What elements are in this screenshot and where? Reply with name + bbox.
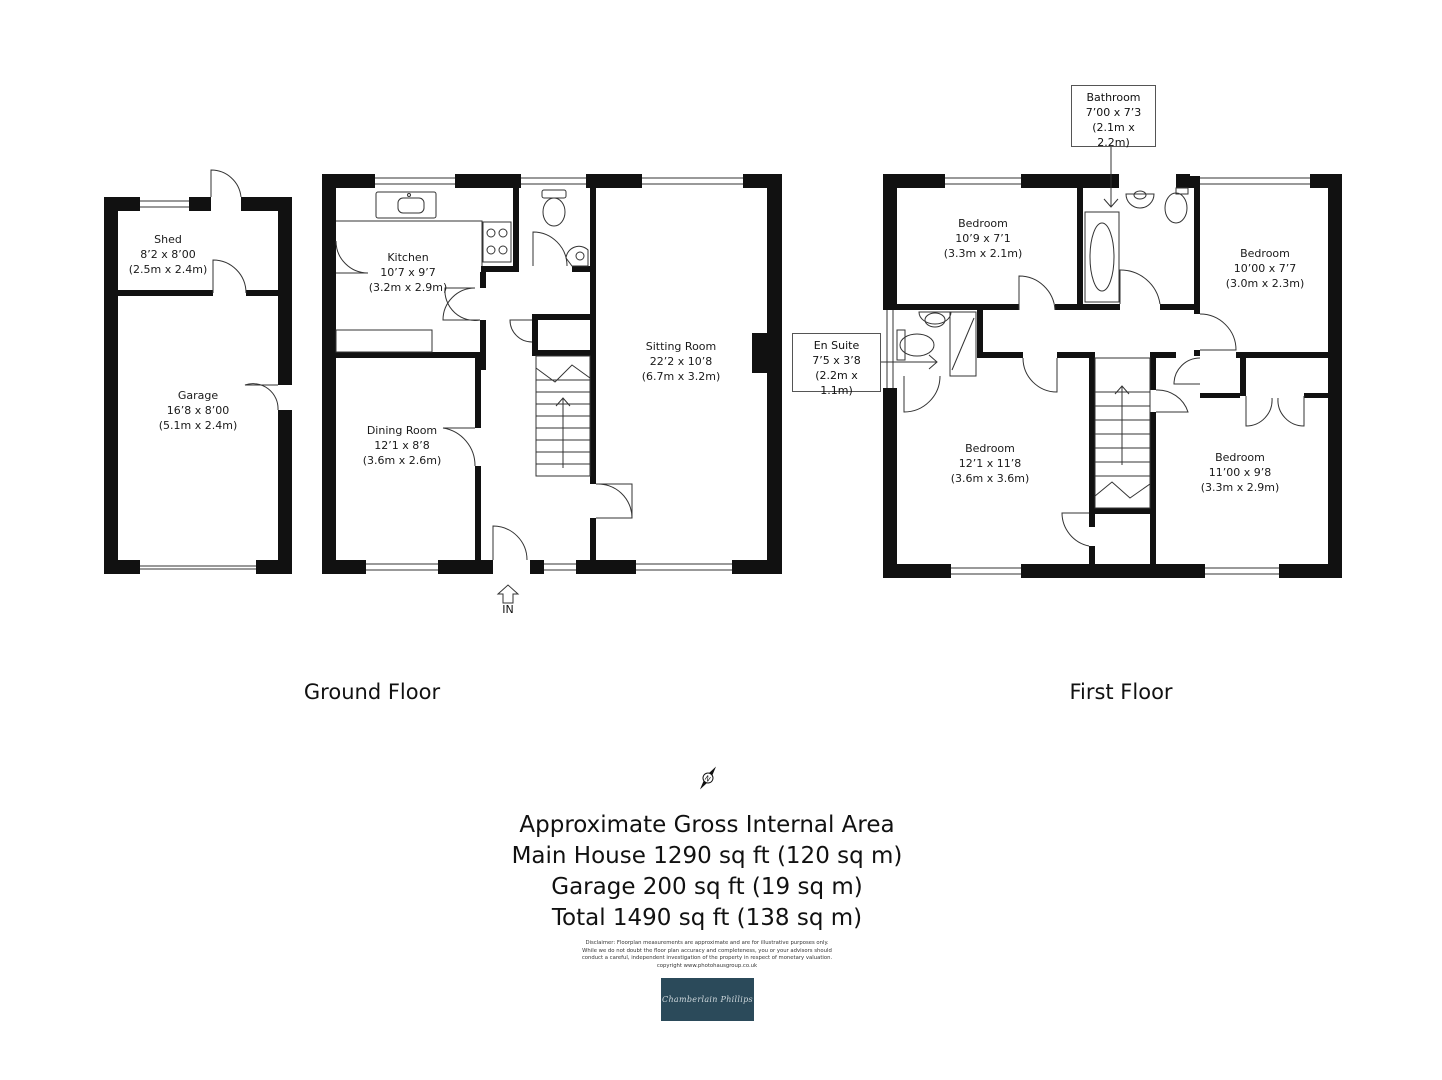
ground-floor-title: Ground Floor [303,680,441,704]
disclaimer: Disclaimer: Floorplan measurements are a… [557,940,857,970]
room-size-imperial: 12’1 x 8’8 [374,439,430,452]
room-size-metric: (3.3m x 2.1m) [943,247,1023,260]
room-size-metric: (3.2m x 2.9m) [368,281,448,294]
room-size-metric: (6.7m x 3.2m) [641,370,721,383]
room-size-metric: (2.1m x 2.2m) [1092,121,1135,149]
room-name: Bedroom [965,442,1015,455]
copyright-line: copyright www.photohausgroup.co.uk [656,962,758,969]
room-size-imperial: 12’1 x 11’8 [958,457,1022,470]
room-label-dining-room: Dining Room 12’1 x 8’8 (3.6m x 2.6m) [363,423,442,468]
room-name: Shed [154,233,182,246]
logo-text: Chamberlain Phillips [662,995,753,1004]
room-size-metric: (3.6m x 3.6m) [950,472,1030,485]
garage-shed-fixtures [140,169,279,570]
first-floor-walls [883,174,1342,578]
room-size-metric: (3.0m x 2.3m) [1225,277,1305,290]
entrance-label: IN [502,603,514,616]
room-label-kitchen: Kitchen 10’7 x 9’7 (3.2m x 2.9m) [369,250,448,295]
area-garage: Garage 200 sq ft (19 sq m) [551,874,863,900]
area-main-house: Main House 1290 sq ft (120 sq m) [511,843,903,869]
callout-en-suite: En Suite 7’5 x 3’8 (2.2m x 1.1m) [792,333,881,397]
agency-logo-icon: Chamberlain Phillips [661,978,754,1021]
disclaimer-line: conduct a careful, independent investiga… [581,955,833,961]
room-size-metric: (2.2m x 1.1m) [815,369,858,397]
compass-label: N [703,774,712,784]
room-name: En Suite [813,339,860,352]
room-size-metric: (5.1m x 2.4m) [158,419,238,432]
room-size-imperial: 7’00 x 7’3 [1085,106,1142,119]
room-label-bedroom-3: Bedroom 12’1 x 11’8 (3.6m x 3.6m) [951,441,1030,486]
ground-floor-walls [322,174,782,574]
room-name: Garage [177,389,219,402]
room-size-imperial: 22’2 x 10’8 [649,355,713,368]
ground-floor-fixtures [335,177,743,604]
room-name: Bedroom [1215,451,1265,464]
room-label-shed: Shed 8’2 x 8’00 (2.5m x 2.4m) [129,232,208,277]
room-name: Bedroom [958,217,1008,230]
room-size-imperial: 7’5 x 3’8 [812,354,861,367]
room-size-metric: (3.3m x 2.9m) [1200,481,1280,494]
room-size-imperial: 16’8 x 8’00 [166,404,230,417]
room-label-garage: Garage 16’8 x 8’00 (5.1m x 2.4m) [159,388,238,433]
room-name: Sitting Room [645,340,717,353]
north-arrow-icon: N [699,766,717,790]
callout-bathroom: Bathroom 7’00 x 7’3 (2.1m x 2.2m) [1071,85,1156,149]
room-size-metric: (3.6m x 2.6m) [362,454,442,467]
room-name: Dining Room [366,424,438,437]
area-summary: Approximate Gross Internal Area Main Hou… [512,810,903,934]
room-name: Bedroom [1240,247,1290,260]
disclaimer-line: While we do not doubt the floor plan acc… [582,947,832,954]
room-size-imperial: 10’9 x 7’1 [955,232,1011,245]
room-size-metric: (2.5m x 2.4m) [128,263,208,276]
area-total: Total 1490 sq ft (138 sq m) [551,905,863,931]
room-label-bedroom-4: Bedroom 11’00 x 9’8 (3.3m x 2.9m) [1201,450,1280,495]
room-size-imperial: 11’00 x 9’8 [1208,466,1272,479]
disclaimer-line: Disclaimer: Floorplan measurements are a… [585,940,829,946]
room-size-imperial: 10’00 x 7’7 [1233,262,1297,275]
room-name: Kitchen [387,251,429,264]
area-heading: Approximate Gross Internal Area [519,812,895,838]
garage-shed-walls [104,197,292,574]
room-label-bedroom-1: Bedroom 10’9 x 7’1 (3.3m x 2.1m) [944,216,1023,261]
room-size-imperial: 10’7 x 9’7 [380,266,436,279]
room-label-sitting-room: Sitting Room 22’2 x 10’8 (6.7m x 3.2m) [642,339,721,384]
room-size-imperial: 8’2 x 8’00 [140,248,196,261]
first-floor-fixtures [881,147,1310,575]
room-name: Bathroom [1086,91,1141,104]
room-label-bedroom-2: Bedroom 10’00 x 7’7 (3.0m x 2.3m) [1226,246,1305,291]
first-floor-title: First Floor [1069,680,1173,704]
